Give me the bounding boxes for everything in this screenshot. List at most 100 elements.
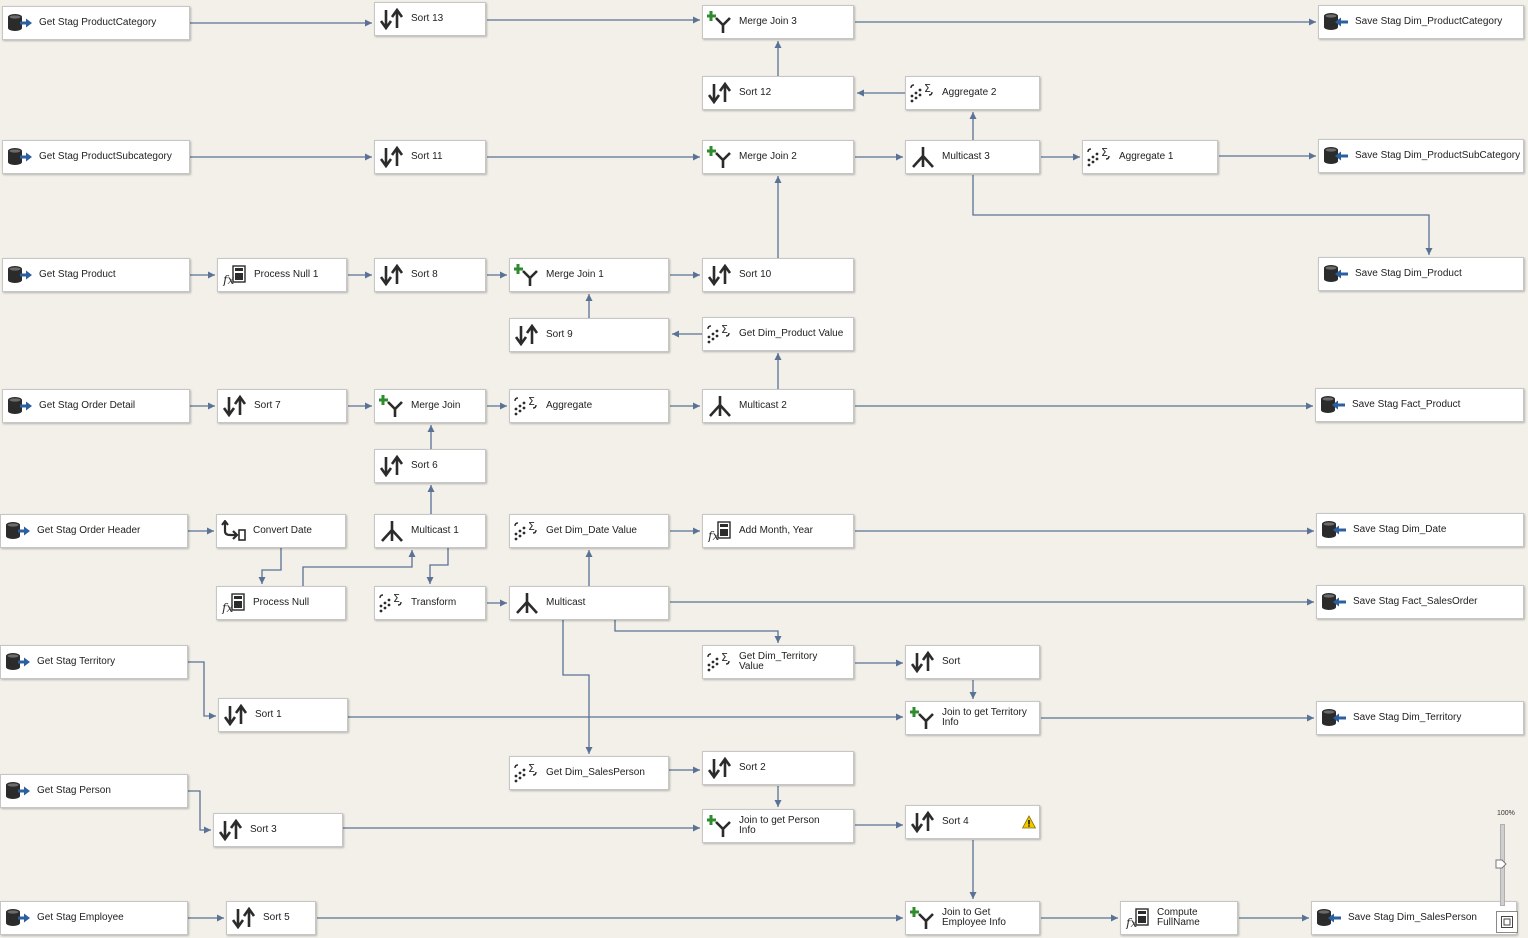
node-label: Multicast 3 (942, 151, 990, 162)
node-sort10[interactable]: Sort 10 (702, 258, 854, 292)
node-sort9[interactable]: Sort 9 (509, 318, 669, 352)
node-src-prodcat[interactable]: Get Stag ProductCategory (2, 6, 190, 40)
node-mergej[interactable]: Merge Join (374, 389, 486, 423)
source-icon (5, 7, 35, 39)
node-mc3[interactable]: Multicast 3 (905, 140, 1040, 174)
node-sort12[interactable]: Sort 12 (702, 76, 854, 110)
node-label: Save Stag Fact_SalesOrder (1353, 596, 1478, 607)
source-icon (3, 515, 33, 547)
node-dst-prodcat[interactable]: Save Stag Dim_ProductCategory (1318, 5, 1524, 39)
node-sort5[interactable]: Sort 5 (226, 901, 316, 935)
node-mc2[interactable]: Multicast 2 (702, 389, 854, 423)
multicast-icon (908, 141, 938, 173)
node-src-oh[interactable]: Get Stag Order Header (0, 514, 188, 548)
sort-icon (229, 902, 259, 934)
node-label: Save Stag Fact_Product (1352, 399, 1461, 410)
node-jemp[interactable]: Join to Get Employee Info (905, 901, 1040, 935)
connector-mc-to-gdtv[interactable] (614, 620, 782, 643)
node-sort[interactable]: Sort (905, 645, 1040, 679)
zoom-slider-thumb[interactable] (1495, 859, 1507, 869)
node-label: Multicast 1 (411, 525, 459, 536)
node-mc1[interactable]: Multicast 1 (374, 514, 486, 548)
node-sort11[interactable]: Sort 11 (374, 140, 486, 174)
node-src-emp[interactable]: Get Stag Employee (0, 901, 188, 935)
svg-text:fx: fx (707, 529, 719, 542)
node-sort8[interactable]: Sort 8 (374, 258, 486, 292)
node-dst-date[interactable]: Save Stag Dim_Date (1316, 513, 1524, 547)
node-dst-prodsub[interactable]: Save Stag Dim_ProductSubCategory (1318, 139, 1524, 173)
svg-text:Σ: Σ (528, 520, 535, 533)
merge-join-icon (705, 6, 735, 38)
aggregate-icon: Σ (1085, 141, 1115, 173)
connector-pn-to-mc1[interactable] (302, 550, 416, 586)
connector-mc3-to-dst-prod[interactable] (972, 175, 1433, 255)
source-icon (3, 902, 33, 934)
connector-mc-to-gdsp[interactable] (562, 620, 593, 754)
zoom-to-fit-button[interactable] (1496, 911, 1518, 933)
node-label: Convert Date (253, 525, 312, 536)
derived-column-icon: fx (219, 587, 249, 619)
derived-column-icon: fx (1123, 902, 1153, 934)
sort-icon (377, 3, 407, 35)
node-sort1[interactable]: Sort 1 (218, 698, 348, 732)
node-pn1[interactable]: fx Process Null 1 (217, 258, 347, 292)
node-dst-terr[interactable]: Save Stag Dim_Territory (1316, 701, 1524, 735)
node-sort6[interactable]: Sort 6 (374, 449, 486, 483)
node-dst-prod[interactable]: Save Stag Dim_Product (1318, 257, 1524, 291)
connector-src-person-to-sort3[interactable] (188, 790, 211, 834)
node-label: Get Stag Order Detail (39, 400, 136, 411)
node-label: Transform (411, 597, 457, 608)
node-label: Sort 5 (263, 912, 290, 923)
node-sort2[interactable]: Sort 2 (702, 751, 854, 785)
node-label: Aggregate 2 (942, 87, 997, 98)
node-merge1[interactable]: Merge Join 1 (509, 258, 669, 292)
node-sort3[interactable]: Sort 3 (213, 813, 343, 847)
warning-icon[interactable] (1021, 815, 1037, 829)
connector-mc1-to-transform[interactable] (426, 548, 449, 584)
node-jterr[interactable]: Join to get Territory Info (905, 701, 1040, 735)
node-sort4[interactable]: Sort 4 (905, 805, 1040, 839)
node-label: Get Stag ProductSubcategory (39, 151, 172, 162)
connector-src-terr-to-sort1[interactable] (188, 661, 216, 720)
node-dst-factso[interactable]: Save Stag Fact_SalesOrder (1316, 585, 1524, 619)
svg-text:Σ: Σ (721, 323, 728, 336)
node-src-prod[interactable]: Get Stag Product (2, 258, 190, 292)
connector-convdate-to-pn[interactable] (258, 548, 282, 584)
node-dst-sp[interactable]: Save Stag Dim_SalesPerson (1311, 901, 1517, 935)
node-label: Multicast (546, 597, 586, 608)
node-label: Aggregate (546, 400, 593, 411)
aggregate-icon: Σ (512, 515, 542, 547)
svg-text:fx: fx (222, 273, 234, 286)
node-merge3[interactable]: Merge Join 3 (702, 5, 854, 39)
node-src-od[interactable]: Get Stag Order Detail (2, 389, 190, 423)
node-label: Process Null 1 (254, 269, 319, 280)
destination-icon (1319, 702, 1349, 734)
node-convdate[interactable]: Convert Date (216, 514, 346, 548)
sort-icon (221, 699, 251, 731)
node-merge2[interactable]: Merge Join 2 (702, 140, 854, 174)
sort-icon (705, 259, 735, 291)
node-sort7[interactable]: Sort 7 (217, 389, 347, 423)
fit-icon (1501, 916, 1513, 928)
source-icon (5, 390, 35, 422)
node-sort13[interactable]: Sort 13 (374, 2, 486, 36)
node-dst-factprod[interactable]: Save Stag Fact_Product (1315, 388, 1524, 422)
node-jperson[interactable]: Join to get Person Info (702, 809, 854, 843)
node-src-prodsub[interactable]: Get Stag ProductSubcategory (2, 140, 190, 174)
aggregate-icon: Σ (705, 318, 735, 350)
node-src-person[interactable]: Get Stag Person (0, 774, 188, 808)
node-mc[interactable]: Multicast (509, 586, 669, 620)
node-label: Get Dim_SalesPerson (546, 767, 645, 778)
node-src-terr[interactable]: Get Stag Territory (0, 645, 188, 679)
